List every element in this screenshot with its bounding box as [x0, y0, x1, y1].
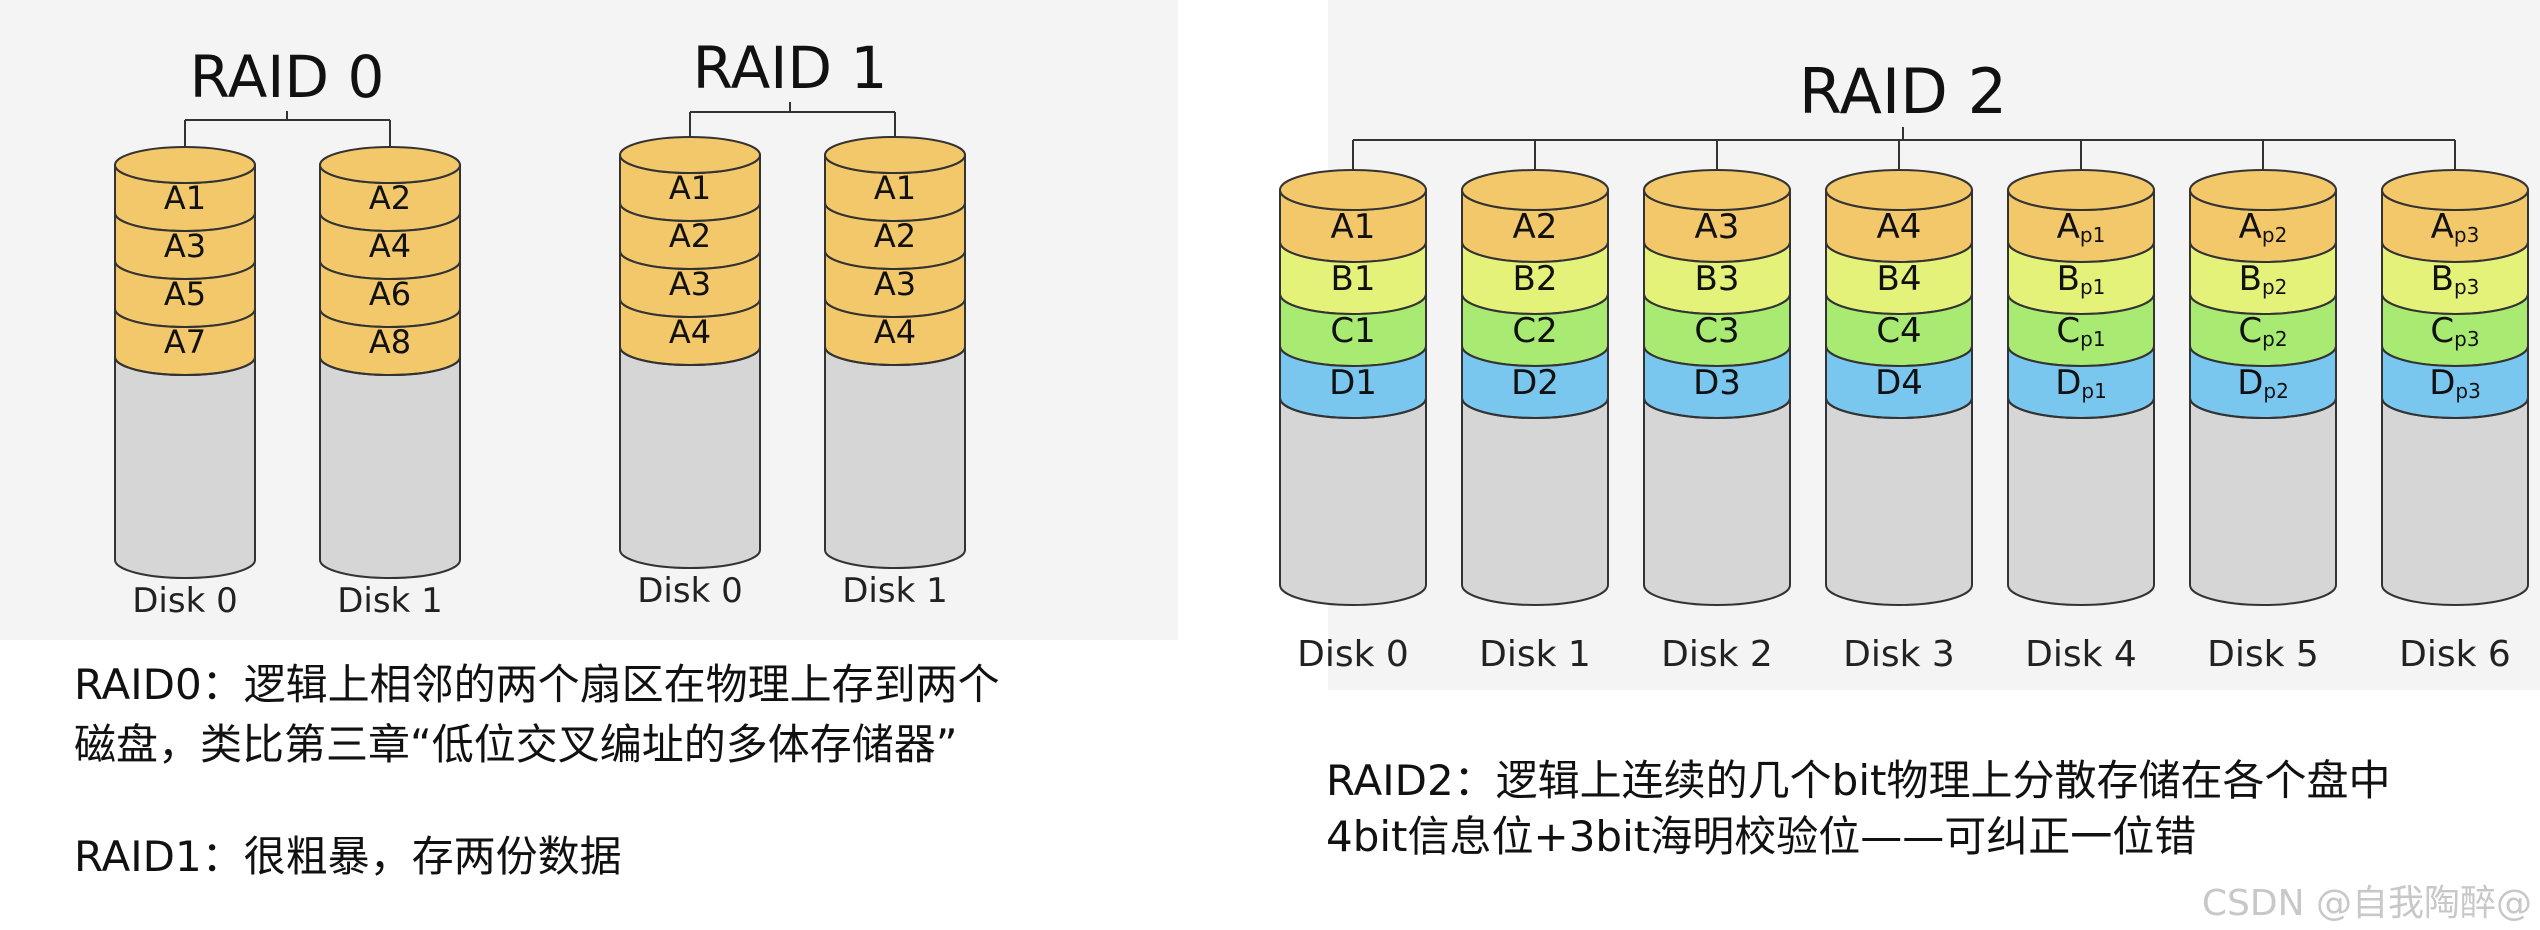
disk-label: Disk 0	[637, 571, 742, 611]
disk-top	[824, 136, 966, 174]
block-label: Ap1	[2057, 207, 2106, 247]
block-label: Bp3	[2431, 259, 2480, 299]
disk-top	[619, 136, 761, 174]
block-label: D3	[1693, 363, 1741, 403]
block-label: B3	[1695, 259, 1740, 299]
block-label: Dp2	[2237, 363, 2289, 403]
block-label: A7	[164, 323, 206, 361]
block-label: C2	[1512, 311, 1557, 351]
diagram-title: RAID 0	[190, 43, 385, 111]
block-label: Dp1	[2055, 363, 2107, 403]
block-label: A1	[669, 169, 711, 207]
disk-top	[1279, 169, 1427, 211]
block-label: Bp2	[2239, 259, 2288, 299]
block-label: B4	[1877, 259, 1922, 299]
block-label: A1	[1331, 207, 1376, 247]
csdn-watermark: CSDN @自我陶醉@	[2201, 883, 2532, 924]
block-label: A8	[369, 323, 411, 361]
disk-label: Disk 1	[1479, 634, 1591, 675]
block-label: A4	[669, 313, 711, 351]
disk-top	[2189, 169, 2337, 211]
block-label: A4	[1877, 207, 1922, 247]
block-label: A3	[1695, 207, 1740, 247]
disk-label: Disk 1	[842, 571, 947, 611]
block-label: A5	[164, 275, 206, 313]
block-label: A2	[1513, 207, 1558, 247]
disk-label: Disk 5	[2207, 634, 2319, 675]
block-label: A3	[669, 265, 711, 303]
diagram-title: RAID 2	[1799, 55, 2007, 128]
block-label: Cp2	[2238, 311, 2287, 351]
disk-top	[1461, 169, 1609, 211]
block-label: A6	[369, 275, 411, 313]
disk-top	[114, 146, 256, 184]
block-label: Cp3	[2430, 311, 2479, 351]
disk-top	[1825, 169, 1973, 211]
disk-label: Disk 3	[1843, 634, 1955, 675]
block-label: A2	[669, 217, 711, 255]
raid0-caption-line1: RAID0：逻辑上相邻的两个扇区在物理上存到两个	[74, 660, 1000, 709]
block-label: C3	[1694, 311, 1739, 351]
disk-top	[2381, 169, 2529, 211]
disk-label: Disk 1	[337, 581, 442, 621]
raid2-caption-line2: 4bit信息位+3bit海明校验位——可纠正一位错	[1326, 812, 2197, 861]
block-label: A1	[164, 179, 206, 217]
block-label: Cp1	[2056, 311, 2105, 351]
disk-label: Disk 0	[132, 581, 237, 621]
diagram-title: RAID 1	[693, 34, 888, 102]
raid1-caption: RAID1：很粗暴，存两份数据	[74, 832, 622, 881]
block-label: A2	[369, 179, 411, 217]
block-label: D1	[1329, 363, 1377, 403]
block-label: A1	[874, 169, 916, 207]
block-label: Ap3	[2431, 207, 2480, 247]
disk-top	[1643, 169, 1791, 211]
raid2-caption-line1: RAID2：逻辑上连续的几个bit物理上分散存储在各个盘中	[1326, 756, 2391, 805]
disk-label: Disk 6	[2399, 634, 2511, 675]
block-label: D2	[1511, 363, 1559, 403]
block-label: Dp3	[2429, 363, 2481, 403]
block-label: C4	[1876, 311, 1921, 351]
block-label: A3	[164, 227, 206, 265]
raid0-caption-line2: 磁盘，类比第三章“低位交叉编址的多体存储器”	[74, 720, 958, 769]
disk-top	[2007, 169, 2155, 211]
disk-top	[319, 146, 461, 184]
disk-label: Disk 0	[1297, 634, 1409, 675]
block-label: C1	[1330, 311, 1375, 351]
block-label: A3	[874, 265, 916, 303]
block-label: D4	[1875, 363, 1923, 403]
block-label: A2	[874, 217, 916, 255]
block-label: B2	[1513, 259, 1558, 299]
block-label: B1	[1331, 259, 1376, 299]
block-label: A4	[874, 313, 916, 351]
disk-label: Disk 2	[1661, 634, 1773, 675]
disk-label: Disk 4	[2025, 634, 2137, 675]
block-label: A4	[369, 227, 411, 265]
block-label: Ap2	[2239, 207, 2288, 247]
block-label: Bp1	[2057, 259, 2106, 299]
